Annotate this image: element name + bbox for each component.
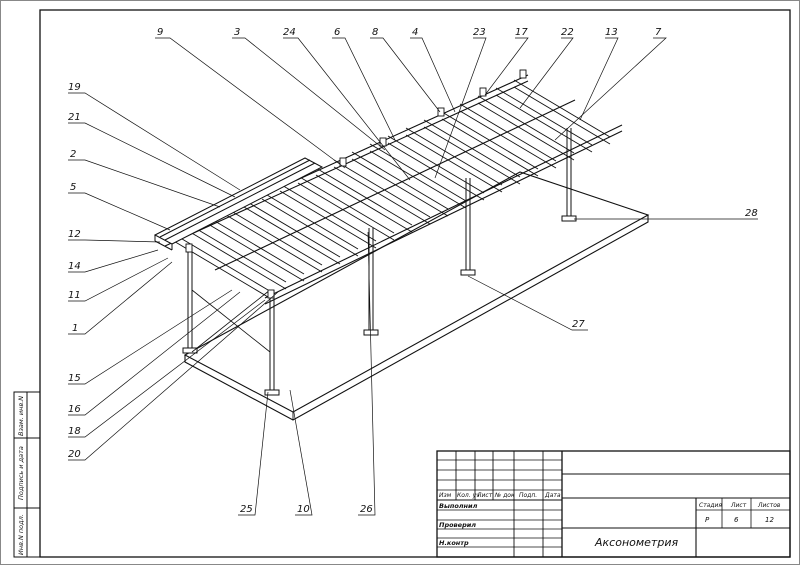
drawing-title: Аксонометрия xyxy=(594,536,678,549)
tb-head-doc-no: № док xyxy=(494,492,515,499)
tb-sheet-value: 6 xyxy=(734,516,739,524)
callout-23: 23 xyxy=(473,27,486,38)
callout-11: 11 xyxy=(68,290,81,301)
callout-25: 25 xyxy=(240,504,253,515)
tb-stage-value: Р xyxy=(705,516,710,524)
callout-26: 26 xyxy=(360,504,373,515)
axonometric-structure xyxy=(153,69,650,421)
tb-head-date: Дата xyxy=(544,492,561,499)
callout-27: 27 xyxy=(572,319,585,330)
callout-16: 16 xyxy=(68,404,81,415)
callout-7: 7 xyxy=(655,27,662,38)
callout-9: 9 xyxy=(157,27,163,38)
bracing xyxy=(191,289,271,353)
callout-4: 4 xyxy=(412,27,418,38)
tb-head-change: Изм xyxy=(439,492,452,499)
tb-sheets-value: 12 xyxy=(765,516,774,524)
callout-14: 14 xyxy=(68,261,81,272)
tb-role-checked: Проверил xyxy=(439,521,476,529)
callout-6: 6 xyxy=(334,27,340,38)
tb-sheet-label: Лист xyxy=(730,502,747,509)
tb-head-signature: Подп. xyxy=(519,492,537,499)
callout-15: 15 xyxy=(68,373,81,384)
tb-role-drawn: Выполнил xyxy=(439,502,478,510)
callout-24: 24 xyxy=(283,27,296,38)
side-replace-inv-label: Взам. инв.N xyxy=(17,396,25,436)
callout-20: 20 xyxy=(68,449,81,460)
side-stamp xyxy=(13,391,41,558)
tb-head-qty: Кол. уч xyxy=(457,492,480,499)
callout-17: 17 xyxy=(515,27,528,38)
callout-19: 19 xyxy=(68,82,81,93)
tb-sheets-label: Листов xyxy=(757,502,781,509)
callout-22: 22 xyxy=(561,27,574,38)
leader-lines xyxy=(68,37,758,516)
drawing-frame xyxy=(39,9,791,558)
tb-stage-label: Стадия xyxy=(699,502,722,509)
callout-18: 18 xyxy=(68,426,81,437)
side-sign-date-label: Подпись и дата xyxy=(17,446,25,500)
callout-10: 10 xyxy=(297,504,310,515)
tb-head-sheet: Лист xyxy=(476,492,493,499)
callout-28: 28 xyxy=(745,208,758,219)
callout-2: 2 xyxy=(70,149,76,160)
callout-1: 1 xyxy=(72,323,78,334)
callout-21: 21 xyxy=(68,112,81,123)
floor-slab xyxy=(183,171,650,421)
callout-8: 8 xyxy=(372,27,378,38)
callout-5: 5 xyxy=(70,182,76,193)
title-block xyxy=(436,450,791,558)
side-inv-no-label: Инв.N подл. xyxy=(17,514,25,555)
callout-13: 13 xyxy=(605,27,618,38)
purlins xyxy=(171,79,611,298)
tb-role-norm-control: Н.контр xyxy=(439,539,469,547)
callout-3: 3 xyxy=(234,27,240,38)
roof-panel xyxy=(153,157,324,251)
callout-12: 12 xyxy=(68,229,81,240)
connection-plates xyxy=(185,69,527,299)
